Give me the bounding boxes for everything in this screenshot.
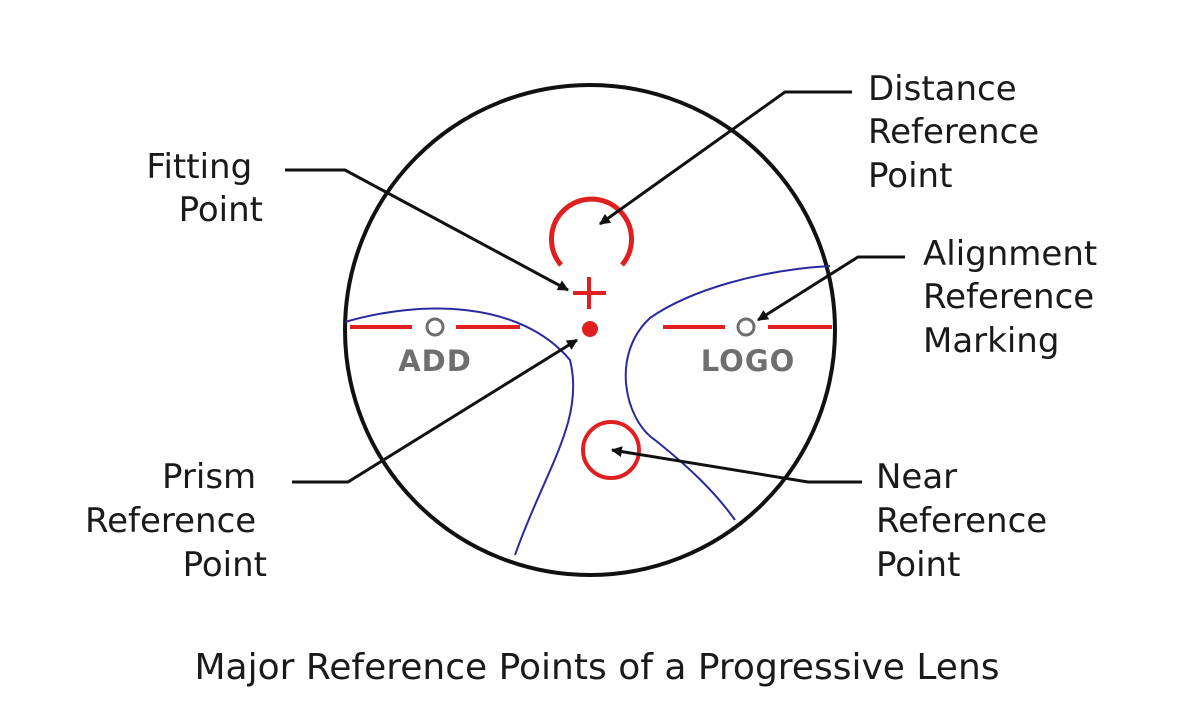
alignment-leader-arrow [757,255,905,322]
alignment-label-line: Alignment [923,234,1097,274]
fitting-label-line: Point [179,190,263,230]
fitting-label-line: Fitting [146,147,252,187]
distance-reference-circle [549,196,634,267]
distance-reference-label: Distance Reference Point [868,69,1050,196]
near-reference-label: Near Reference Point [876,457,1058,585]
distance-label-line: Point [868,156,952,196]
alignment-marking-label: Alignment Reference Marking [923,234,1108,361]
logo-engraving: LOGO [701,344,796,378]
alignment-label-line: Reference [923,277,1094,317]
diagram-caption: Major Reference Points of a Progressive … [194,647,999,688]
fitting-leader-arrow [285,168,569,292]
lens-outline [343,83,837,577]
corridor-boundary-left [344,307,575,556]
distance-label-line: Distance [868,69,1017,109]
near-reference-circle [581,420,641,480]
distance-leader-arrow [599,90,852,226]
alignment-label-line: Marking [923,321,1059,361]
alignment-circle-left [425,317,445,337]
corridor-boundary-right [624,265,831,521]
near-leader-arrow [610,446,862,484]
alignment-circle-right [736,317,756,337]
add-engraving: ADD [398,344,472,378]
fitting-point-label: Fitting Point [146,147,263,230]
prism-label-line: Prism [162,457,256,497]
near-label-line: Reference [876,501,1047,541]
near-label-line: Point [876,545,960,585]
prism-reference-label: Prism Reference Point [85,457,267,585]
distance-label-line: Reference [868,112,1039,152]
prism-label-line: Reference [85,501,256,541]
prism-label-line: Point [183,545,267,585]
prism-leader-arrow [292,338,578,484]
prism-reference-dot [582,321,598,337]
near-label-line: Near [876,457,957,497]
